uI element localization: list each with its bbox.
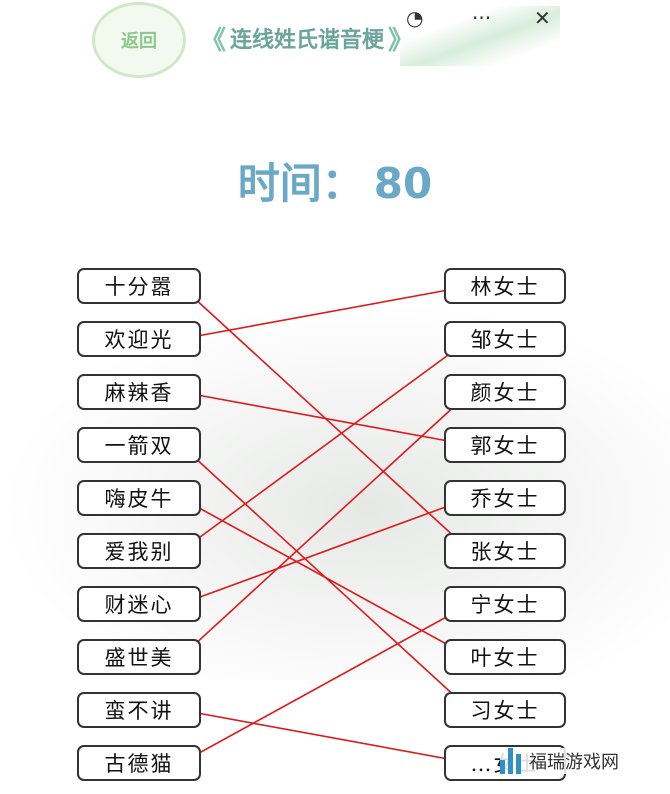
title-text: 连线姓氏谐音梗 xyxy=(230,27,385,53)
page-title: 《 连线姓氏谐音梗 》 xyxy=(200,18,414,58)
more-icon[interactable]: ··· xyxy=(472,6,492,30)
timer: 时间：80 xyxy=(0,150,670,211)
right-surname-box[interactable]: 林女士 xyxy=(444,268,566,304)
close-icon[interactable]: ✕ xyxy=(534,6,551,30)
left-word-box[interactable]: 十分嚣 xyxy=(77,268,201,304)
right-surname-box[interactable]: 宁女士 xyxy=(444,586,566,622)
left-word-box[interactable]: 蛮不讲 xyxy=(77,692,201,728)
connection-line xyxy=(180,391,472,449)
left-word-box[interactable]: 爱我别 xyxy=(77,533,201,569)
connection-line xyxy=(180,496,472,605)
right-surname-box[interactable]: 乔女士 xyxy=(444,480,566,516)
watermark-logo-icon xyxy=(500,748,521,774)
bamboo-leaf-decoration xyxy=(400,6,560,66)
watermark-text: 福瑞游戏网 xyxy=(529,752,619,773)
connection-line xyxy=(180,390,472,658)
right-surname-box[interactable]: 颜女士 xyxy=(444,374,566,410)
left-word-box[interactable]: 盛世美 xyxy=(77,639,201,675)
pin-icon[interactable]: ◔ xyxy=(406,6,424,30)
connection-line xyxy=(180,282,472,340)
connection-line xyxy=(180,337,472,552)
title-bracket-right: 》 xyxy=(388,25,415,56)
left-word-box[interactable]: 欢迎光 xyxy=(77,321,201,357)
right-surname-box[interactable]: 郭女士 xyxy=(444,427,566,463)
right-surname-box[interactable]: 叶女士 xyxy=(444,639,566,675)
timer-label: 时间： xyxy=(237,159,364,208)
left-word-box[interactable]: 财迷心 xyxy=(77,586,201,622)
connection-line xyxy=(180,603,472,764)
connection-line xyxy=(180,497,472,658)
back-button[interactable]: 返回 xyxy=(92,2,186,78)
left-word-box[interactable]: 一箭双 xyxy=(77,427,201,463)
right-surname-box[interactable]: 张女士 xyxy=(444,533,566,569)
back-button-label: 返回 xyxy=(121,31,157,52)
right-surname-box[interactable]: 邹女士 xyxy=(444,321,566,357)
right-surname-box[interactable]: 习女士 xyxy=(444,692,566,728)
timer-value: 80 xyxy=(373,159,433,208)
connection-line xyxy=(180,709,472,767)
left-word-box[interactable]: 古德猫 xyxy=(77,745,201,781)
left-word-box[interactable]: 嗨皮牛 xyxy=(77,480,201,516)
left-word-box[interactable]: 麻辣香 xyxy=(77,374,201,410)
watermark: 福瑞游戏网 xyxy=(500,748,619,774)
title-bracket-left: 《 xyxy=(200,25,227,56)
